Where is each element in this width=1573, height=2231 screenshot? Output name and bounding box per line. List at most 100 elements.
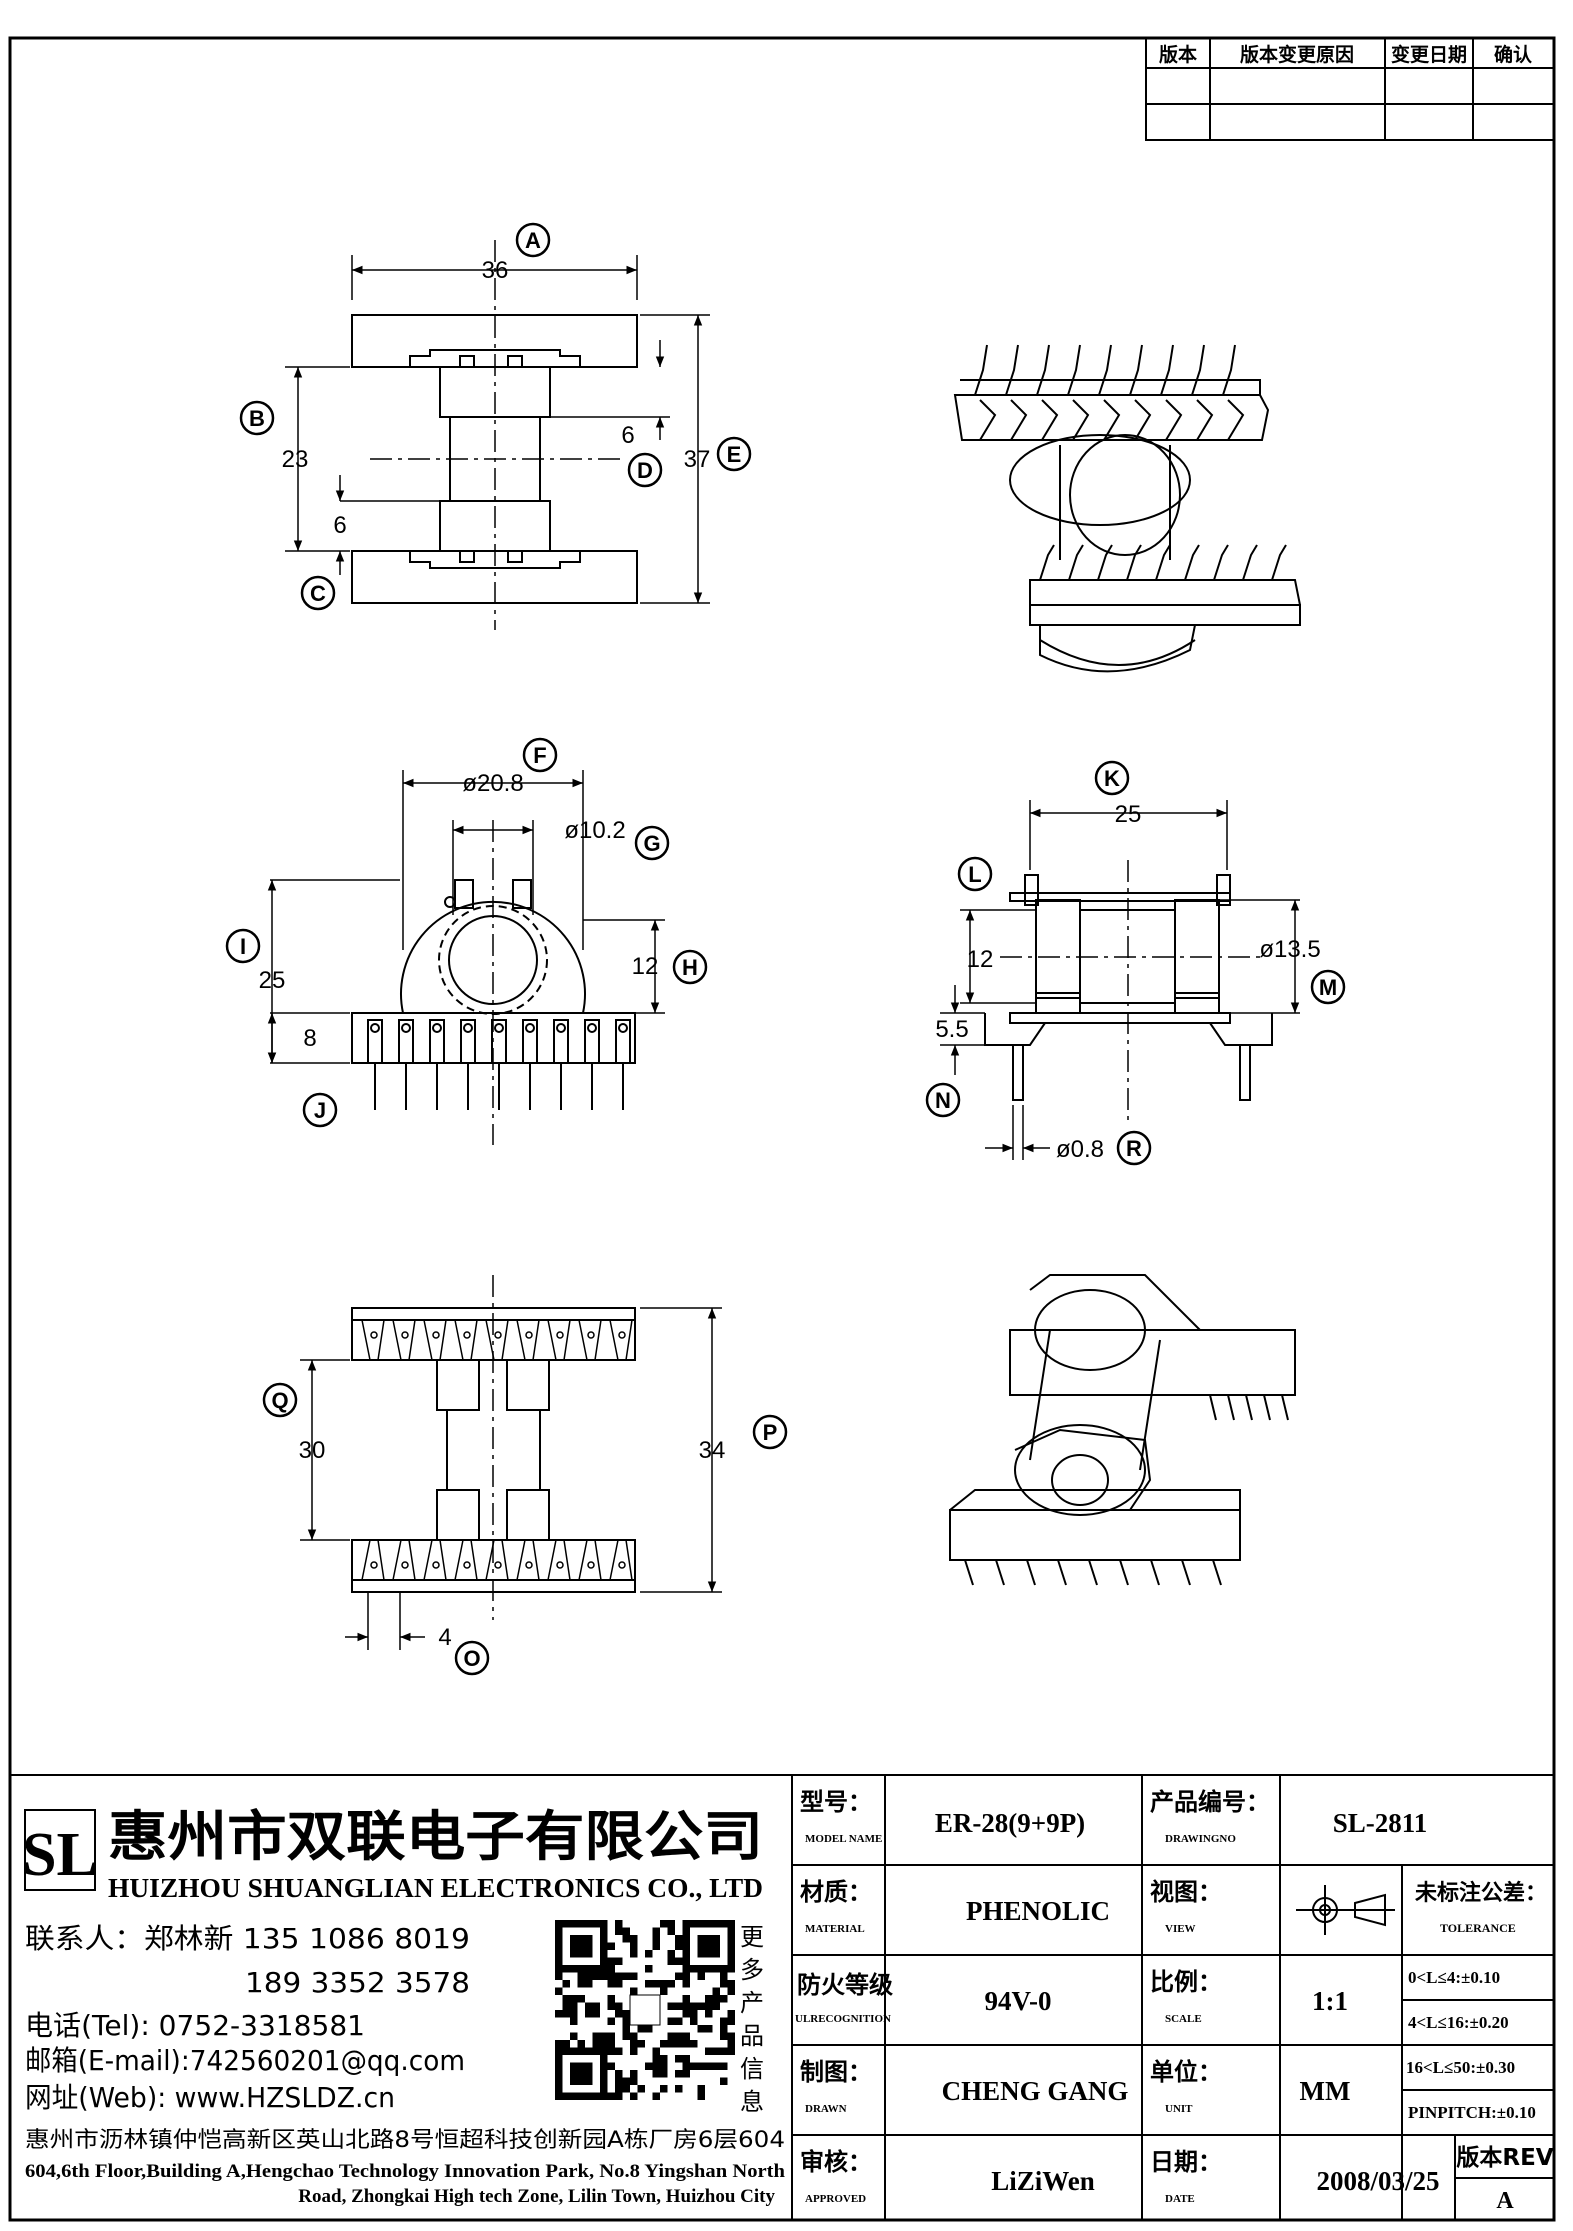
callout-E: E — [716, 436, 752, 472]
slot-hole — [463, 1561, 471, 1569]
slot-hole — [463, 1331, 471, 1339]
tolerance-4: PINPITCH:±0.10 — [1408, 2103, 1536, 2122]
iso-view-bottom-pins — [964, 1394, 1289, 1586]
approved-label-en: APPROVED — [805, 2193, 866, 2205]
slot-hole — [587, 1561, 595, 1569]
slot-hole — [525, 1561, 533, 1569]
iso-pin — [1068, 544, 1084, 581]
svg-text:F: F — [533, 743, 546, 768]
end-view — [351, 820, 636, 1145]
bottom-view-dims — [300, 1307, 722, 1650]
slot — [516, 1539, 540, 1581]
svg-text:L: L — [968, 862, 981, 887]
callout-H: H — [672, 949, 708, 985]
dim-F: ø20.8 — [462, 770, 523, 797]
iso-pin — [1067, 344, 1081, 396]
tolerance-1: 0<L≤4:±0.10 — [1408, 1968, 1500, 1987]
pin-slot — [615, 1019, 631, 1064]
slot — [392, 1539, 416, 1581]
date-label: 日期： — [1150, 2148, 1222, 2176]
dim-B: 23 — [282, 446, 309, 473]
callout-I: I — [225, 928, 261, 964]
qr-side-text: 更 多 产 品 信 息 — [740, 1923, 764, 2116]
product-label: 产品编号： — [1150, 1788, 1270, 1816]
pin-hole — [618, 1023, 628, 1033]
slot — [423, 1539, 447, 1581]
company-logo: SL — [22, 1809, 98, 1891]
callout-L: L — [957, 856, 993, 892]
slot-hole — [556, 1331, 564, 1339]
iso-pin — [1005, 344, 1019, 396]
pin-slot — [460, 1019, 476, 1064]
projection-symbol-icon — [1296, 1885, 1395, 1935]
side-view-dims — [940, 800, 1300, 1160]
scale-label: 比例： — [1150, 1968, 1222, 1996]
dim-O: 4 — [438, 1624, 451, 1651]
iso-view-bottom — [949, 1274, 1296, 1561]
iso-pin-slot — [1165, 399, 1183, 441]
dim-L: 12 — [967, 946, 994, 973]
material-label: 材质： — [800, 1878, 872, 1906]
svg-text:D: D — [637, 458, 653, 483]
iso-pin-slot — [1072, 399, 1090, 441]
rev-header-version: 版本 — [1159, 43, 1197, 66]
dim-N: 5.5 — [935, 1016, 968, 1043]
front-view — [351, 240, 638, 630]
dim-R: ø0.8 — [1056, 1136, 1104, 1163]
slot — [609, 1539, 633, 1581]
iso-pin — [1039, 544, 1055, 581]
material-label-en: MATERIAL — [805, 1923, 865, 1935]
dim-P: 34 — [699, 1437, 726, 1464]
fire-label-en: ULRECOGNITION — [795, 2013, 891, 2025]
address-en-2: Road, Zhongkai High tech Zone, Lilin Tow… — [298, 2186, 775, 2207]
svg-text:M: M — [1319, 975, 1337, 1000]
pin-hole — [494, 1023, 504, 1033]
iso-pin-slot — [1134, 399, 1152, 441]
dim-H: 12 — [632, 953, 659, 980]
view-label: 视图： — [1150, 1878, 1222, 1906]
iso-pin — [1227, 1394, 1235, 1421]
dim-A: 36 — [482, 257, 509, 284]
slot — [423, 1319, 447, 1361]
iso-pin — [1263, 1394, 1271, 1421]
svg-text:多: 多 — [740, 1956, 764, 1984]
revision-table — [1145, 37, 1555, 141]
fire-value: 94V-0 — [985, 1986, 1052, 2016]
pin-slot — [522, 1019, 538, 1064]
unit-label-en: UNIT — [1165, 2103, 1193, 2115]
pin-hole — [370, 1023, 380, 1033]
iso-view-top-pins — [974, 344, 1287, 581]
tolerance-label-en: TOLERANCE — [1440, 1921, 1516, 1935]
callout-P: P — [752, 1414, 788, 1450]
bottom-view-slots — [361, 1319, 633, 1581]
drawn-label-en: DRAWN — [805, 2103, 847, 2115]
iso-pin — [1088, 1559, 1098, 1586]
company-name-cn: 惠州市双联电子有限公司 — [108, 1805, 763, 1868]
iso-pin — [1213, 544, 1229, 581]
drawn-label: 制图： — [800, 2058, 872, 2086]
scale-value: 1:1 — [1312, 1986, 1348, 2016]
view-label-en: VIEW — [1165, 1923, 1196, 1935]
svg-text:N: N — [935, 1088, 951, 1113]
pin-hole — [432, 1023, 442, 1033]
dim-G: ø10.2 — [564, 817, 625, 844]
scale-label-en: SCALE — [1165, 2013, 1202, 2025]
pin-hole — [587, 1023, 597, 1033]
iso-pin — [974, 344, 988, 396]
iso-pin — [1097, 544, 1113, 581]
svg-text:O: O — [463, 1646, 480, 1671]
rev-header-confirm: 确认 — [1494, 43, 1532, 66]
iso-pin-slot — [1196, 399, 1214, 441]
svg-text:A: A — [525, 228, 541, 253]
svg-text:息: 息 — [740, 2088, 764, 2116]
slot — [361, 1319, 385, 1361]
iso-pin — [1160, 344, 1174, 396]
approved-label: 审核： — [800, 2148, 872, 2176]
svg-text:产: 产 — [740, 1989, 764, 2017]
iso-pin — [1119, 1559, 1129, 1586]
fire-label: 防火等级 — [797, 1971, 893, 1999]
product-label-en: DRAWINGNO — [1165, 1833, 1236, 1845]
iso-pin-slot — [1010, 399, 1028, 441]
svg-text:R: R — [1126, 1136, 1142, 1161]
iso-pin — [1057, 1559, 1067, 1586]
